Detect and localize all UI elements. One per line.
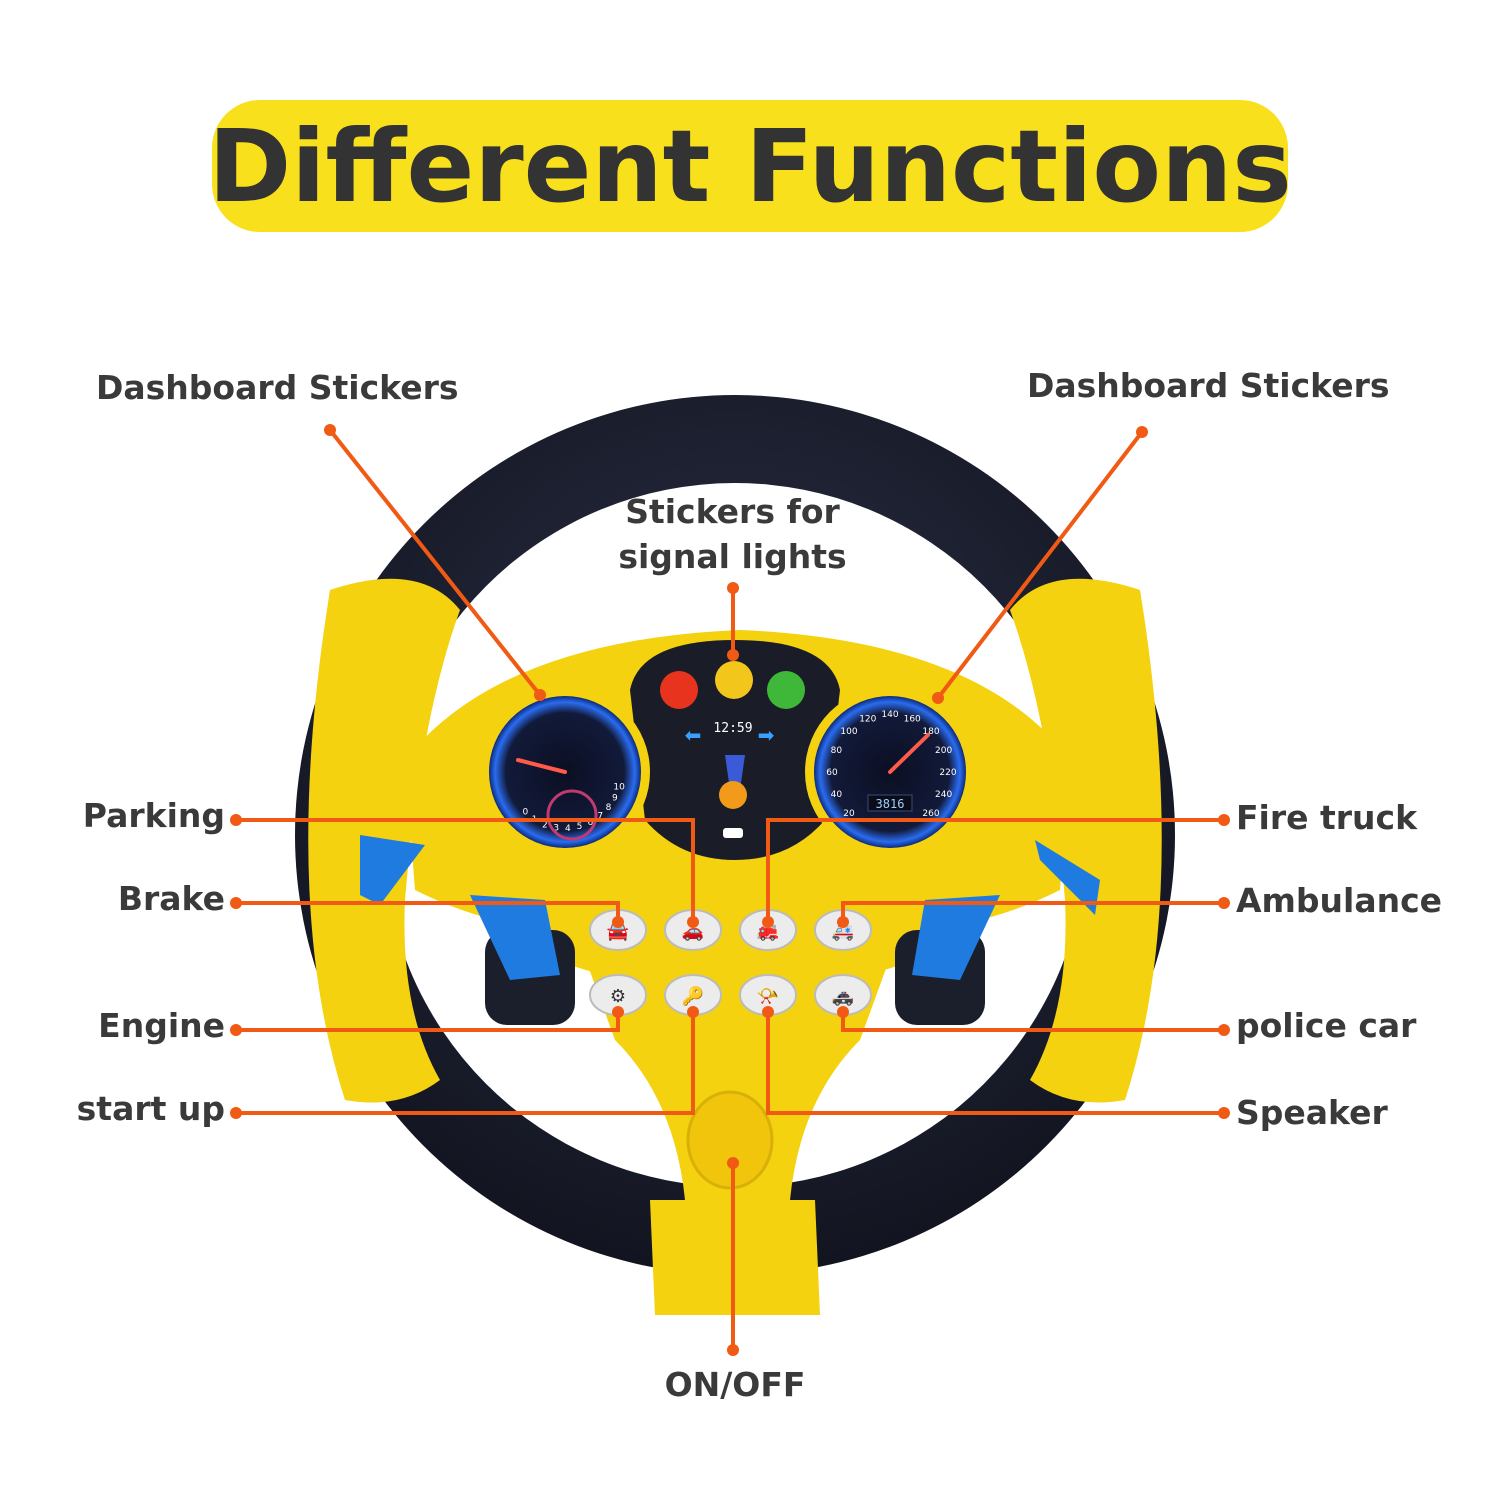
indicator-light-icon — [719, 781, 747, 809]
odometer: 3816 — [876, 797, 905, 811]
parking-car-button[interactable]: 🚘 — [589, 909, 647, 951]
yellow-light-icon — [715, 661, 753, 699]
speedometer-tick-label: 100 — [840, 727, 857, 737]
speedometer-tick-label: 20 — [843, 809, 855, 819]
label-engine: Engine — [98, 1006, 225, 1045]
label-ambulance: Ambulance — [1236, 881, 1443, 920]
speedometer-needle — [888, 733, 930, 774]
red-light-icon — [660, 671, 698, 709]
page-title: Different Functions — [208, 107, 1292, 225]
paddle-right — [895, 840, 1100, 1025]
callout-dots — [230, 424, 1230, 1356]
tachometer-tick-label: 10 — [613, 783, 625, 793]
tachometer-tick-label: 4 — [565, 824, 571, 834]
label-start-up: start up — [76, 1089, 225, 1128]
speedometer-tick-label: 40 — [831, 790, 843, 800]
tachometer-tick-label: 2 — [542, 820, 548, 830]
tachometer-tick-label: 7 — [597, 812, 603, 822]
odometer-box — [867, 794, 913, 812]
callout-dashboard-right — [936, 430, 1144, 700]
callout-fire-truck — [766, 818, 1224, 922]
speedometer-tick-label: 120 — [859, 714, 876, 724]
label-signal-lights-line1: Stickers for — [625, 492, 840, 531]
tachometer-needle — [516, 758, 567, 774]
car-icon: 🚗 — [682, 921, 704, 942]
callout-dashboard-left — [328, 428, 542, 697]
police-car-button[interactable]: 🚓 — [814, 974, 872, 1016]
key-icon: 🔑 — [682, 985, 704, 1007]
label-brake: Brake — [117, 879, 225, 918]
wheel-grips — [308, 578, 1162, 1315]
speedometer-tick-label: 260 — [922, 809, 939, 819]
label-speaker: Speaker — [1236, 1093, 1388, 1132]
title-banner: Different Functions — [208, 100, 1292, 232]
ambulance-icon: 🚑 — [832, 921, 854, 942]
label-fire-truck: Fire truck — [1236, 798, 1418, 837]
label-signal-lights-line2: signal lights — [618, 537, 847, 576]
label-parking: Parking — [82, 796, 225, 835]
speedometer-tick-label: 60 — [826, 768, 838, 778]
callout-start-up — [236, 1012, 695, 1115]
engine-icon: ⚙ — [610, 986, 626, 1007]
green-light-icon — [767, 671, 805, 709]
horn-icon: 📯 — [757, 986, 779, 1007]
callout-speaker — [766, 1012, 1224, 1115]
police-car-icon: 🚓 — [832, 986, 854, 1007]
tachometer-tick-label: 0 — [523, 808, 529, 818]
label-dashboard-left: Dashboard Stickers — [96, 368, 459, 407]
label-police-car: police car — [1236, 1006, 1417, 1045]
tachometer-subdial — [546, 789, 598, 841]
tachometer-tick-label: 6 — [588, 818, 594, 828]
label-dashboard-right: Dashboard Stickers — [1027, 366, 1390, 405]
callout-brake — [236, 901, 620, 922]
callout-ambulance — [841, 901, 1224, 922]
paddle-left — [360, 835, 575, 1025]
tachometer-tick-label: 5 — [577, 822, 583, 832]
callout-parking — [236, 818, 695, 922]
dashboard-clock: 12:59 — [713, 721, 752, 736]
tachometer-tick-label: 8 — [606, 803, 612, 813]
speedometer-tick-label: 220 — [939, 768, 956, 778]
speedometer-tick-label: 140 — [881, 710, 898, 720]
arrow-right-icon: ➡ — [758, 723, 775, 747]
tachometer-tick-label: 9 — [612, 793, 618, 803]
road-icon — [725, 755, 745, 790]
button-grid: 🚘 🚗 🚒 🚑 ⚙ 🔑 📯 🚓 — [589, 909, 872, 1016]
arrow-left-icon: ⬅ — [685, 723, 702, 747]
fire-truck-button[interactable]: 🚒 — [739, 909, 797, 951]
speedometer-tick-label: 80 — [831, 746, 843, 756]
start-up-button[interactable]: 🔑 — [664, 974, 722, 1016]
speedometer-tick-label: 240 — [935, 790, 952, 800]
speedometer-tick-label: 200 — [935, 746, 952, 756]
car-icon: 🚘 — [607, 921, 629, 942]
speedometer-tick-label: 160 — [904, 714, 921, 724]
ambulance-button[interactable]: 🚑 — [814, 909, 872, 951]
tachometer-tick-label: 3 — [553, 823, 559, 833]
label-on-off: ON/OFF — [664, 1365, 806, 1404]
car-indicator-icon — [723, 828, 743, 838]
speedometer-tick-label: 180 — [922, 727, 939, 737]
fire-truck-icon: 🚒 — [757, 921, 779, 942]
center-dashboard: 12:59 ⬅ ➡ — [630, 640, 840, 860]
